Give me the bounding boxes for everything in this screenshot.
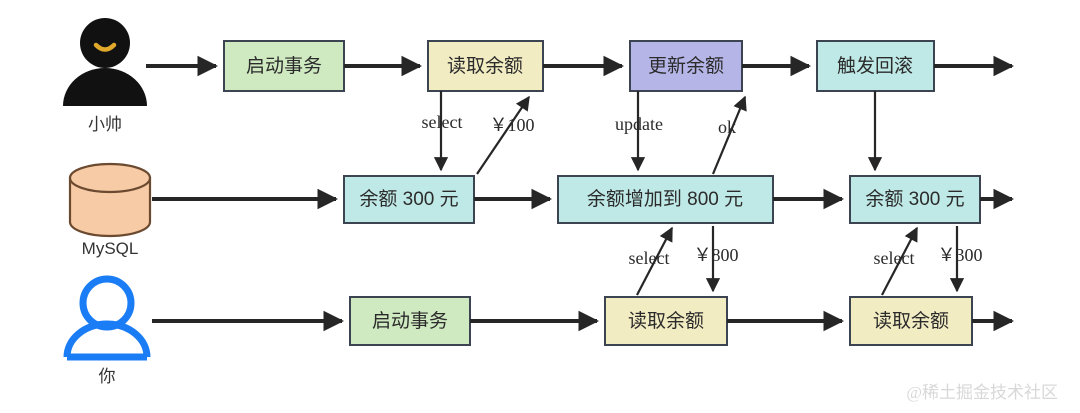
edge-label-yen-800: ￥800 xyxy=(694,245,739,265)
edge-label-ok: ok xyxy=(718,117,736,137)
actor-label-mysql: MySQL xyxy=(82,239,139,258)
edge-label-update: update xyxy=(615,114,663,134)
node-label-b1: 启动事务 xyxy=(372,310,448,332)
edge-label-select-2: select xyxy=(629,248,670,268)
connector-yen100-m1-to-n2 xyxy=(476,95,530,175)
actor-you: 你 xyxy=(63,275,151,386)
edge-label-select-1: select xyxy=(422,112,463,132)
node-label-b2: 读取余额 xyxy=(628,310,704,332)
edge-label-yen-100: ￥100 xyxy=(490,115,535,135)
smile-icon xyxy=(93,42,117,52)
connector-ok-m2-to-n3 xyxy=(711,95,747,175)
actor-label-you: 你 xyxy=(99,367,116,386)
node-read-balance-top xyxy=(427,40,544,92)
node-label-n1: 启动事务 xyxy=(246,55,322,77)
node-label-b3: 读取余额 xyxy=(873,310,949,332)
node-label-n2: 读取余额 xyxy=(447,55,523,77)
node-label-m1: 余额 300 元 xyxy=(359,188,458,210)
actor-mysql: MySQL xyxy=(68,162,152,258)
edge-label-yen-300: ￥300 xyxy=(938,245,983,265)
node-read-balance-bottom-1 xyxy=(604,296,728,346)
node-label-m3: 余额 300 元 xyxy=(865,188,964,210)
node-balance-increase-800 xyxy=(557,175,774,224)
node-label-m2: 余额增加到 800 元 xyxy=(587,188,743,210)
database-cylinder-icon-body xyxy=(68,176,152,238)
node-update-balance xyxy=(629,40,743,92)
node-label-n3: 更新余额 xyxy=(648,55,724,77)
node-balance-300-second xyxy=(849,175,981,224)
connector-select-b2-to-m2 xyxy=(636,226,673,296)
user-filled-icon-body xyxy=(63,68,147,106)
user-outline-icon-head xyxy=(79,275,135,331)
user-filled-icon-head xyxy=(80,18,130,68)
node-label-n4: 触发回滚 xyxy=(837,55,913,77)
watermark: @稀土掘金技术社区 xyxy=(906,383,1058,402)
connector-select-b3-to-m3 xyxy=(881,226,918,296)
actor-label-xiaoshuai: 小帅 xyxy=(88,115,122,134)
database-cylinder-icon-top xyxy=(68,162,152,194)
user-outline-icon-body xyxy=(63,320,151,358)
edge-label-select-3: select xyxy=(874,248,915,268)
actor-xiaoshuai: 小帅 xyxy=(63,18,147,134)
